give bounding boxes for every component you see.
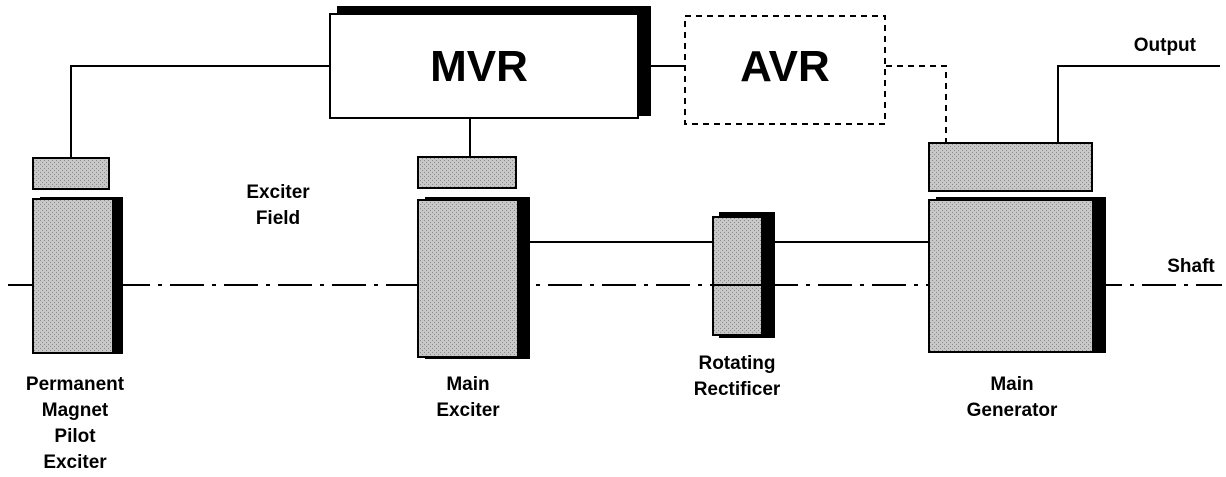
exciter-field-line-2: Field — [256, 208, 300, 229]
rectifier-block — [712, 216, 763, 336]
main-generator-stator — [928, 142, 1093, 192]
mvr-label: MVR — [430, 42, 528, 91]
main-generator-label-line-1: Main — [990, 374, 1033, 395]
shaft-label: Shaft — [1167, 256, 1215, 277]
rectifier-label-line-1: Rotating — [698, 353, 775, 374]
pmg-label-line-4: Exciter — [43, 452, 107, 473]
mvr-box: MVR — [329, 6, 651, 119]
main-generator-label-line-2: Generator — [967, 400, 1058, 421]
wire-generator-output — [1057, 65, 1220, 142]
connection-wires — [70, 65, 1220, 243]
wire-avr-to-generator-dashed — [886, 65, 947, 142]
main-exciter-label: Main Exciter — [436, 374, 500, 421]
pilot-exciter — [32, 157, 123, 354]
main-exciter-stator — [417, 156, 517, 189]
main-generator-rotor — [928, 199, 1094, 353]
output-label: Output — [1134, 35, 1197, 56]
pilot-exciter-label: Permanent Magnet Pilot Exciter — [26, 374, 125, 473]
exciter-field-line-1: Exciter — [246, 182, 310, 203]
rectifier-label-line-2: Rectificer — [694, 379, 781, 400]
rectifier-label: Rotating Rectificer — [694, 353, 781, 400]
main-exciter-label-line-1: Main — [446, 374, 489, 395]
pilot-exciter-rotor — [32, 198, 114, 354]
pmg-label-line-2: Magnet — [42, 400, 109, 421]
pilot-exciter-stator — [32, 157, 110, 190]
pmg-label-line-3: Pilot — [54, 426, 96, 447]
avr-label: AVR — [740, 42, 830, 91]
main-exciter-rotor — [417, 199, 519, 358]
main-exciter — [417, 156, 530, 359]
exciter-field-label: Exciter Field — [246, 182, 310, 229]
wire-pmg-to-mvr — [70, 65, 331, 157]
pmg-label-line-1: Permanent — [26, 374, 125, 395]
rotating-rectifier — [712, 212, 775, 338]
main-exciter-label-line-2: Exciter — [436, 400, 500, 421]
avr-box: AVR — [684, 15, 886, 125]
main-generator — [928, 142, 1106, 353]
main-generator-label: Main Generator — [967, 374, 1058, 421]
